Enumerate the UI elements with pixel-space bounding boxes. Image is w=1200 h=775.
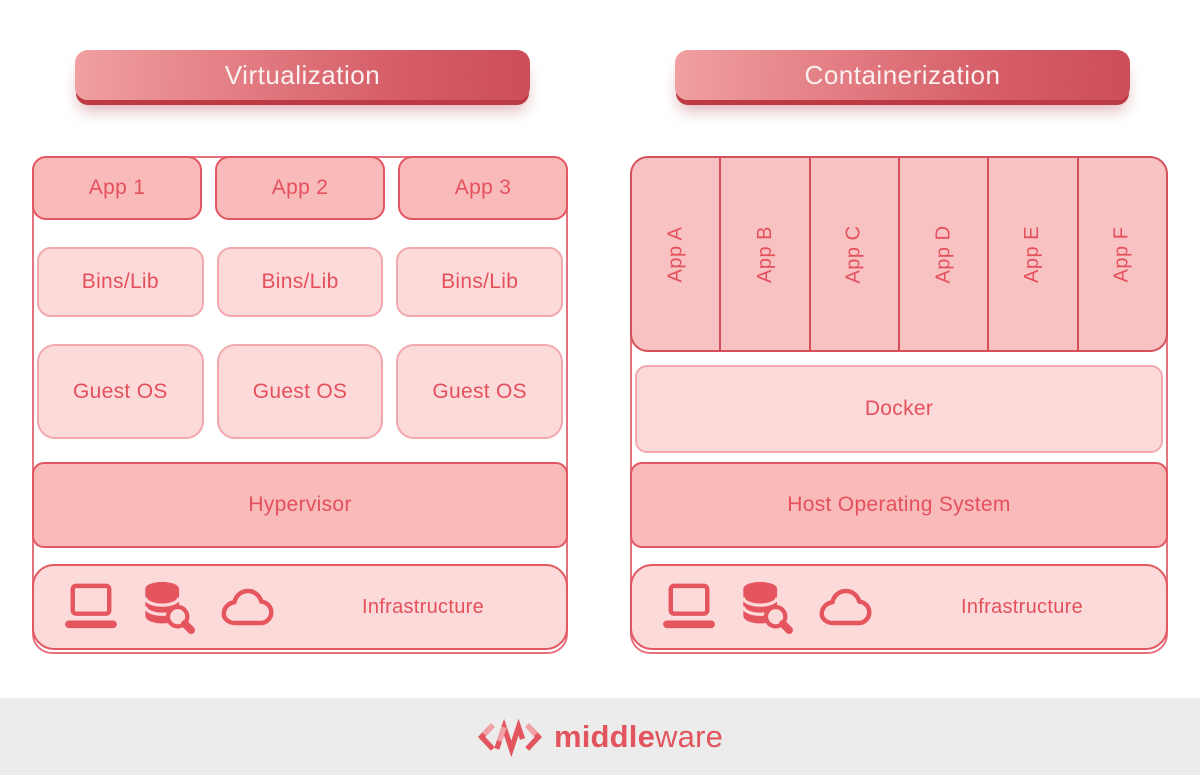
cloud-icon (819, 588, 872, 625)
app-box: App 2 (215, 156, 385, 220)
footer: middleware (0, 698, 1200, 775)
bins-lib-box: Bins/Lib (216, 247, 384, 317)
app-label: App F (1110, 226, 1133, 282)
app-label: App 2 (271, 176, 329, 199)
app-box: App 1 (32, 156, 202, 220)
bins-lib-box: Bins/Lib (396, 247, 564, 317)
bins-row: Bins/Lib Bins/Lib Bins/Lib (37, 247, 564, 317)
infrastructure-label: Infrastructure (960, 595, 1084, 618)
docker-row: Docker (635, 365, 1163, 453)
host-os-label: Host Operating System (787, 493, 1011, 516)
virtualization-banner: Virtualization (75, 50, 530, 100)
infrastructure-row: Infrastructure (630, 564, 1168, 650)
middleware-code-logo-icon (477, 718, 542, 757)
app-column: App F (1079, 158, 1166, 350)
app-label: App 1 (88, 176, 146, 199)
app-label: App 3 (454, 176, 512, 199)
app-column: App D (900, 158, 990, 350)
infrastructure-icons (660, 580, 878, 635)
guest-os-label: Guest OS (432, 379, 527, 403)
bins-lib-box: Bins/Lib (37, 247, 204, 317)
guest-os-box: Guest OS (216, 344, 384, 439)
host-os-row: Host Operating System (630, 462, 1168, 548)
banner-noise-texture (675, 50, 1130, 100)
app-box: App 3 (398, 156, 568, 220)
bins-lib-label: Bins/Lib (441, 270, 519, 293)
guest-os-box: Guest OS (396, 344, 564, 439)
hypervisor-label: Hypervisor (248, 493, 352, 516)
infrastructure-icons (62, 580, 280, 635)
docker-box: Docker (635, 365, 1163, 453)
apps-row: App 1 App 2 App 3 (32, 156, 568, 220)
containerization-title: Containerization (804, 59, 1001, 90)
infrastructure-label: Infrastructure (361, 595, 485, 618)
guest-os-label: Guest OS (252, 379, 348, 403)
app-label: App C (842, 224, 865, 284)
app-column: App E (989, 158, 1079, 350)
containerization-banner: Containerization (675, 50, 1130, 100)
guest-os-box: Guest OS (37, 344, 204, 439)
guest-os-row: Guest OS Guest OS Guest OS (37, 344, 564, 439)
hypervisor-row: Hypervisor (32, 462, 568, 548)
bins-lib-label: Bins/Lib (261, 270, 339, 293)
app-column: App A (632, 158, 722, 350)
hypervisor-box: Hypervisor (32, 462, 568, 548)
laptop-icon (65, 583, 117, 629)
app-column: App B (721, 158, 811, 350)
container-apps-block: App A App B App C App D App E App F (630, 156, 1168, 352)
virtualization-title: Virtualization (224, 59, 381, 90)
laptop-icon (663, 583, 715, 629)
database-search-icon (143, 581, 196, 634)
guest-os-label: Guest OS (73, 379, 168, 403)
infrastructure-row: Infrastructure (32, 564, 568, 650)
infrastructure-box: Infrastructure (32, 564, 568, 650)
virtualization-stack: App 1 App 2 App 3 Bins/Lib Bins/Lib Bins… (32, 156, 568, 654)
app-column: App C (811, 158, 900, 350)
brand-ware: ware (655, 718, 724, 754)
app-label: App E (1021, 225, 1044, 283)
brand-text: middleware (554, 719, 723, 755)
brand-middle: middle (553, 718, 656, 754)
database-search-icon (741, 581, 794, 634)
infrastructure-box: Infrastructure (630, 564, 1168, 650)
containerization-stack: App A App B App C App D App E App F Dock… (630, 156, 1168, 654)
docker-label: Docker (864, 397, 934, 420)
bins-lib-label: Bins/Lib (81, 270, 159, 293)
host-os-box: Host Operating System (630, 462, 1168, 548)
banner-noise-texture (75, 50, 530, 100)
cloud-icon (221, 588, 274, 625)
app-label: App D (932, 224, 955, 284)
app-label: App A (664, 226, 687, 282)
app-label: App B (753, 225, 776, 283)
